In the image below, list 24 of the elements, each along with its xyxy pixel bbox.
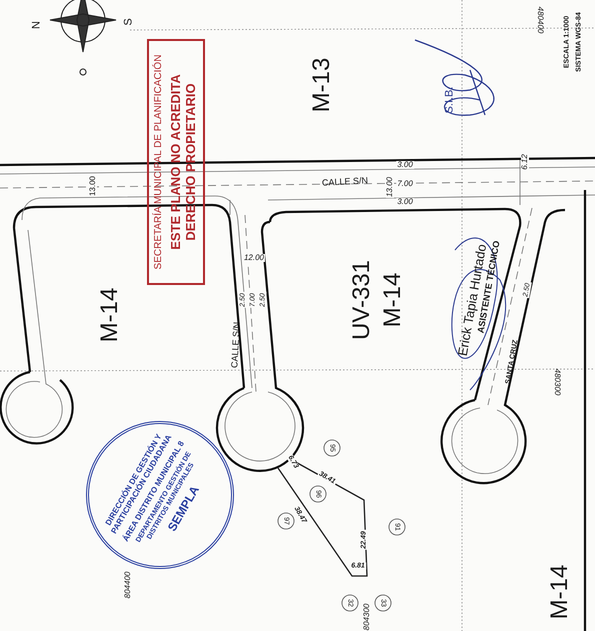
dimension-label: 6.12 bbox=[521, 153, 529, 171]
block-label: M-13 bbox=[310, 58, 334, 112]
coordinate-label: 480300 bbox=[553, 368, 561, 396]
dimension-label: 3.00 bbox=[396, 161, 414, 169]
stamp-notice: ESTE PLANO NO ACREDITA DERECHO PROPIETARIO bbox=[168, 73, 199, 252]
dimension-label: 12.00 bbox=[242, 254, 266, 262]
stamp-heading: SECRETARÍA MUNICIPAL DE PLANIFICACIÓN bbox=[153, 54, 165, 270]
dimension-label: 7.00 bbox=[396, 180, 414, 188]
coordinate-label: 804300 bbox=[363, 604, 371, 630]
street-name: CALLE S/N bbox=[230, 322, 242, 368]
coordinate-label: 480400 bbox=[536, 6, 544, 34]
dimension-label: 3.00 bbox=[396, 198, 414, 206]
dimension-label: 13.00 bbox=[89, 174, 97, 198]
stamp-box bbox=[147, 39, 205, 285]
dimension-label: 13.00 bbox=[386, 176, 394, 198]
block-label: M-14 bbox=[548, 564, 572, 620]
block-label: M-14 bbox=[381, 272, 405, 328]
block-label: UV-331 bbox=[350, 260, 374, 340]
stamp-text: S.I.B. bbox=[444, 86, 456, 114]
street-name: CALLE S/N bbox=[322, 176, 368, 188]
compass-letter: N bbox=[32, 21, 42, 29]
block-label: M-14 bbox=[98, 288, 122, 342]
compass-letter: S bbox=[124, 18, 134, 26]
coordinate-label: 804400 bbox=[124, 572, 132, 598]
